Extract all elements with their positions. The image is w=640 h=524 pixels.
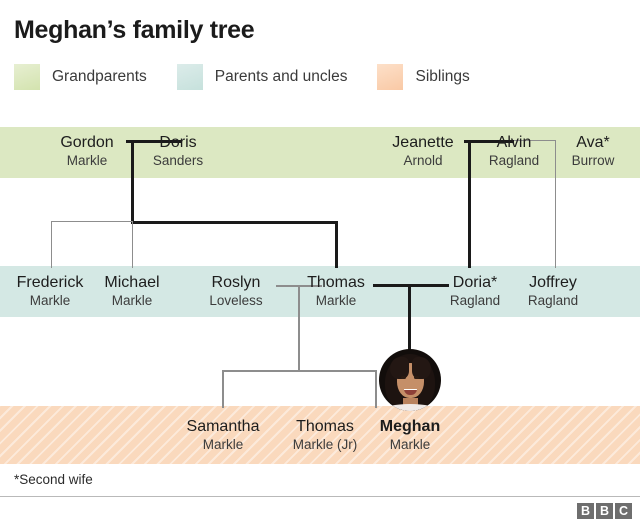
- connector-joffrey-ragland-drop: [555, 140, 556, 268]
- connector-samantha-thomasjr-bar: [222, 370, 376, 372]
- person-first-name: Samantha: [186, 418, 260, 435]
- portrait-shoulder: [383, 404, 437, 411]
- person-first-name: Jeanette: [392, 134, 454, 151]
- legend-item-grandparents: Grandparents: [14, 64, 177, 90]
- legend: Grandparents Parents and uncles Siblings: [14, 64, 500, 90]
- connector-thomas-markle-drop: [335, 221, 338, 268]
- portrait-eye-right: [414, 376, 419, 379]
- person-last-name: Ragland: [527, 293, 579, 309]
- legend-item-parents: Parents and uncles: [176, 64, 378, 90]
- person-frederick-markle: Frederick Markle: [8, 274, 92, 309]
- legend-label-siblings: Siblings: [415, 68, 470, 85]
- person-first-name: Thomas: [296, 418, 354, 435]
- person-ava-burrow: Ava* Burrow: [558, 134, 628, 169]
- footer-divider: [0, 496, 640, 497]
- person-last-name: Markle (Jr): [292, 437, 358, 453]
- connector-frederick-markle-drop: [51, 221, 52, 268]
- person-last-name: Sanders: [152, 153, 204, 169]
- person-last-name: Markle: [29, 293, 71, 309]
- person-last-name: Markle: [202, 437, 244, 453]
- person-gordon-markle: Gordon Markle: [47, 134, 127, 169]
- person-last-name: Ragland: [449, 293, 501, 309]
- person-first-name: Alvin: [496, 134, 532, 151]
- legend-label-parents: Parents and uncles: [214, 68, 348, 85]
- connector-doria-ragland-drop: [468, 140, 471, 268]
- person-last-name: Markle: [111, 293, 153, 309]
- person-first-name: Ava*: [576, 134, 610, 151]
- person-first-name: Thomas: [307, 274, 365, 291]
- connector-gordon-doris-marriage: [126, 140, 182, 143]
- person-first-name: Frederick: [16, 274, 84, 291]
- portrait-fringe-right: [412, 357, 431, 379]
- person-doris-sanders: Doris Sanders: [139, 134, 217, 169]
- connector-samantha-drop: [222, 370, 224, 408]
- person-last-name: Arnold: [403, 153, 443, 169]
- person-last-name: Markle: [315, 293, 357, 309]
- connector-jeanette-alvin-marriage: [464, 140, 514, 143]
- person-alvin-ragland: Alvin Ragland: [476, 134, 552, 169]
- connector-markle-uncles-bar: [51, 221, 133, 222]
- person-last-name: Ragland: [488, 153, 540, 169]
- person-doria-ragland: Doria* Ragland: [437, 274, 513, 309]
- page-title: Meghan’s family tree: [14, 16, 255, 44]
- connector-markle-marriage-drop: [131, 140, 134, 223]
- person-first-name: Doris: [159, 134, 197, 151]
- person-first-name: Roslyn: [211, 274, 261, 291]
- person-thomas-markle: Thomas Markle: [297, 274, 375, 309]
- footnote: *Second wife: [14, 472, 93, 487]
- person-last-name: Markle: [389, 437, 431, 453]
- person-last-name: Burrow: [571, 153, 615, 169]
- person-first-name: Doria*: [452, 274, 498, 291]
- person-roslyn-loveless: Roslyn Loveless: [196, 274, 276, 309]
- person-jeanette-arnold: Jeanette Arnold: [383, 134, 463, 169]
- person-michael-markle: Michael Markle: [92, 274, 172, 309]
- bbc-logo: B B C: [577, 503, 632, 519]
- connector-thomas-doria-marriage: [373, 284, 449, 287]
- person-first-name: Gordon: [60, 134, 114, 151]
- connector-markle-children-bar: [131, 221, 338, 224]
- connector-roslyn-thomas-drop: [298, 285, 300, 371]
- legend-item-siblings: Siblings: [377, 64, 499, 90]
- siblings-band: [0, 406, 640, 464]
- person-last-name: Markle: [66, 153, 108, 169]
- person-first-name: Michael: [104, 274, 160, 291]
- person-meghan-markle: Meghan Markle: [372, 418, 448, 453]
- connector-alvin-ava-marriage: [514, 140, 556, 141]
- bbc-letter-b1: B: [577, 503, 594, 519]
- person-last-name: Loveless: [209, 293, 263, 309]
- bbc-letter-c: C: [615, 503, 632, 519]
- parents-band: [0, 266, 640, 317]
- portrait-fringe-left: [390, 357, 409, 379]
- green-swatch: [14, 64, 40, 90]
- peach-swatch: [377, 64, 404, 90]
- connector-meghan-drop: [408, 284, 411, 352]
- bbc-letter-b2: B: [596, 503, 613, 519]
- portrait-eye-left: [401, 376, 406, 379]
- meghan-portrait: [379, 349, 441, 411]
- connector-thomasjr-drop: [375, 370, 377, 408]
- person-first-name: Meghan: [379, 418, 441, 435]
- person-joffrey-ragland: Joffrey Ragland: [514, 274, 592, 309]
- person-samantha-markle: Samantha Markle: [181, 418, 265, 453]
- legend-label-grandparents: Grandparents: [52, 68, 147, 85]
- teal-swatch: [176, 64, 203, 90]
- connector-michael-markle-drop: [132, 221, 133, 268]
- portrait-mouth: [404, 389, 417, 395]
- person-thomas-markle-jr: Thomas Markle (Jr): [277, 418, 373, 453]
- grandparents-band: [0, 127, 640, 178]
- person-first-name: Joffrey: [529, 274, 577, 291]
